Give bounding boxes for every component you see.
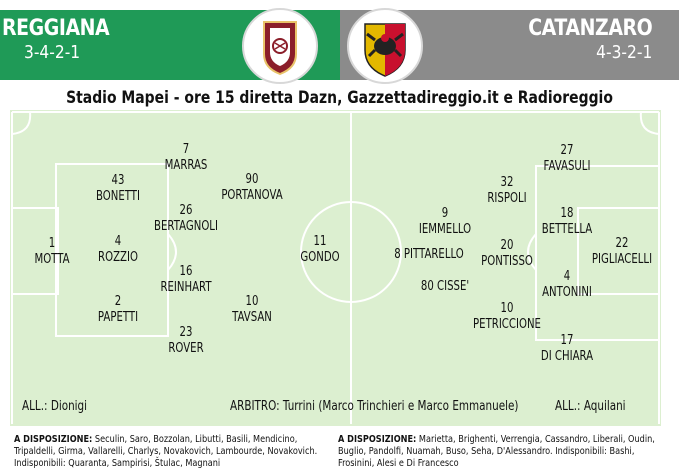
home-team-name: REGGIANA: [2, 16, 110, 41]
player-name: DI CHIARA: [540, 349, 594, 364]
player-name: TAVSAN: [232, 310, 272, 325]
home-bench: A DISPOSIZIONE: Seculin, Saro, Bozzolan,…: [14, 434, 337, 470]
catanzaro-crest-icon: [364, 23, 406, 77]
player-number: 80: [420, 279, 434, 294]
home-coach: ALL.: Dionigi: [22, 399, 88, 414]
player-name: PIGLIACELLI: [591, 252, 653, 267]
player-name: PITTARELLO: [403, 247, 464, 262]
player-number: 27: [560, 143, 574, 158]
player-name: GONDO: [300, 250, 340, 265]
away-team-name: CATANZARO: [527, 16, 653, 41]
player-number: 17: [560, 333, 574, 348]
bench-list: Marietta, Brighenti, Verrengia, Cassandr…: [338, 434, 655, 469]
player-number: 26: [179, 203, 193, 218]
player-name: BETTELLA: [541, 222, 593, 237]
player-card: 8 PITTARELLO: [394, 247, 464, 263]
player-number: 10: [500, 301, 514, 316]
player-number: 20: [500, 238, 514, 253]
player-number: 1: [48, 236, 56, 251]
player-card: 80 CISSE': [421, 279, 469, 295]
player-name: FAVASULI: [543, 159, 591, 174]
player-name: ROVER: [168, 341, 204, 356]
player-number: 23: [179, 325, 193, 340]
bench-label: A DISPOSIZIONE:: [14, 434, 93, 445]
player-number: 22: [615, 236, 629, 251]
home-team-logo: [242, 8, 318, 84]
away-formation: 4-3-2-1: [595, 42, 652, 63]
player-number: 4: [114, 234, 122, 249]
player-name: BERTAGNOLI: [154, 219, 218, 234]
player-name: PETRICCIONE: [473, 317, 541, 332]
player-name: CISSE': [436, 279, 470, 294]
player-name: MARRAS: [164, 158, 208, 173]
match-venue-info: Stadio Mapei - ore 15 diretta Dazn, Gazz…: [66, 88, 613, 108]
player-name: REINHART: [160, 280, 212, 295]
player-number: 10: [245, 294, 259, 309]
player-number: 90: [245, 172, 259, 187]
away-bench: A DISPOSIZIONE: Marietta, Brighenti, Ver…: [338, 434, 661, 470]
bench-label: A DISPOSIZIONE:: [338, 434, 417, 445]
player-number: 11: [313, 234, 327, 249]
player-number: 8: [394, 247, 401, 262]
player-number: 32: [500, 175, 514, 190]
player-number: 16: [179, 264, 193, 279]
player-number: 18: [560, 206, 574, 221]
player-name: ROZZIO: [98, 250, 138, 265]
referee-info: ARBITRO: Turrini (Marco Trinchieri e Mar…: [230, 399, 519, 414]
player-name: PONTISSO: [481, 254, 533, 269]
player-number: 7: [182, 142, 190, 157]
player-number: 4: [563, 269, 571, 284]
reggiana-crest-icon: [263, 21, 297, 76]
bench-list: Seculin, Saro, Bozzolan, Libutti, Basili…: [14, 434, 318, 469]
pitch-lines: [11, 111, 660, 424]
home-formation: 3-4-2-1: [24, 42, 81, 63]
away-coach: ALL.: Aquilani: [555, 399, 626, 414]
player-number: 2: [114, 294, 122, 309]
player-name: RISPOLI: [487, 191, 527, 206]
player-name: PORTANOVA: [221, 188, 283, 203]
player-name: MOTTA: [34, 252, 70, 267]
player-name: ANTONINI: [542, 285, 592, 300]
player-number: 43: [111, 173, 125, 188]
player-name: IEMMELLO: [418, 222, 472, 237]
player-name: BONETTI: [96, 189, 140, 204]
player-name: PAPETTI: [97, 310, 139, 325]
player-number: 9: [441, 206, 449, 221]
away-team-logo: [347, 8, 423, 84]
